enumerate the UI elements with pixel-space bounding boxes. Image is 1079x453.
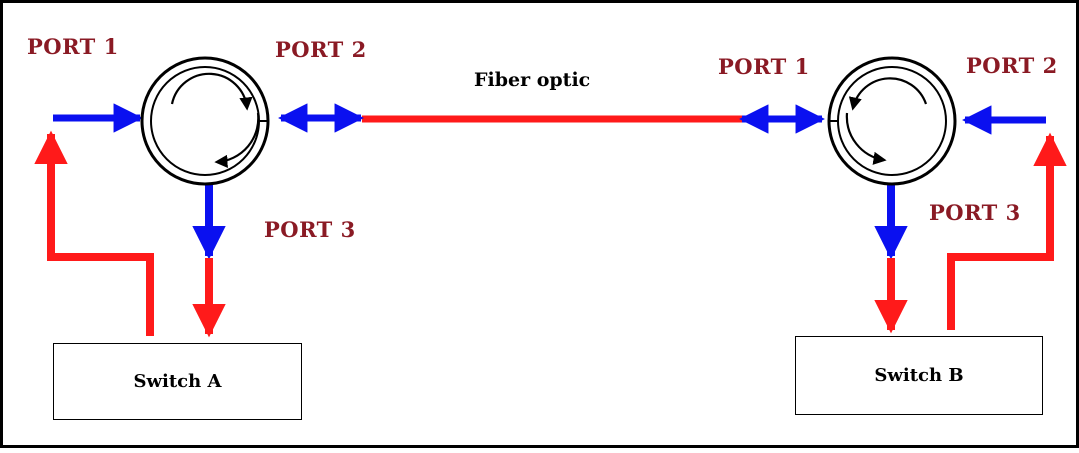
circulator-right-icon xyxy=(827,56,957,186)
switch-a-transmit-line xyxy=(34,130,154,336)
circulator-left-icon xyxy=(140,56,270,186)
switch-a-label: Switch A xyxy=(133,371,222,392)
fiber-optic-label: Fiber optic xyxy=(474,69,591,91)
switch-a-box: Switch A xyxy=(53,343,302,420)
switch-b-transmit-line xyxy=(947,132,1067,330)
right-port3-label: PORT 3 xyxy=(929,200,1021,225)
left-port2-label: PORT 2 xyxy=(275,37,367,62)
left-port3-label: PORT 3 xyxy=(264,217,356,242)
switch-b-box: Switch B xyxy=(795,336,1043,415)
right-port2-label: PORT 2 xyxy=(966,53,1058,78)
switch-b-label: Switch B xyxy=(874,365,964,386)
right-port1-label: PORT 1 xyxy=(718,54,810,79)
left-port1-label: PORT 1 xyxy=(27,34,119,59)
